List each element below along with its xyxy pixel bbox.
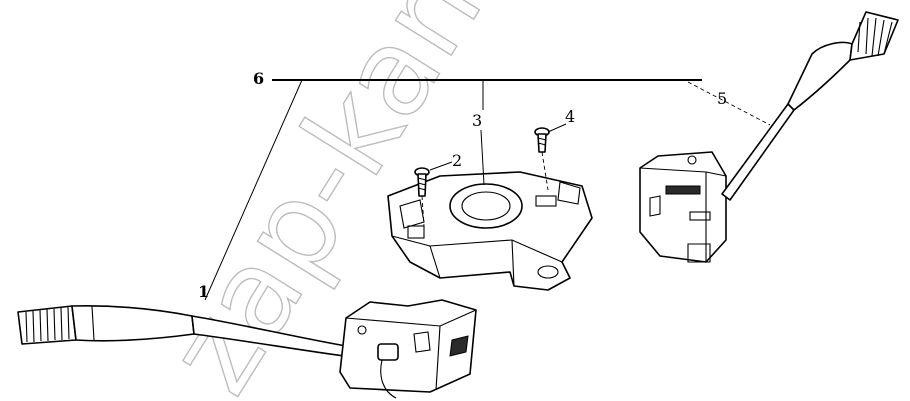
callout-1: 1 bbox=[198, 282, 209, 301]
screw-2: 2 bbox=[414, 151, 462, 227]
assembly-bar: 6 bbox=[253, 69, 702, 88]
leader-3 bbox=[480, 129, 485, 186]
leader-bar-to-5 bbox=[687, 81, 771, 126]
callout-5: 5 bbox=[717, 89, 727, 108]
callout-2: 2 bbox=[452, 151, 462, 170]
callout-6: 6 bbox=[253, 69, 264, 88]
mounting-bracket: 3 bbox=[387, 111, 593, 291]
callout-3: 3 bbox=[472, 111, 482, 130]
leader-bar-to-1 bbox=[204, 79, 303, 301]
right-lever-switch: 5 bbox=[639, 11, 899, 263]
leader-4 bbox=[547, 123, 567, 133]
callout-4: 4 bbox=[565, 107, 575, 126]
screw-4: 4 bbox=[534, 107, 575, 191]
left-lever-switch: 1 bbox=[17, 282, 477, 399]
leader-2 bbox=[429, 161, 453, 171]
